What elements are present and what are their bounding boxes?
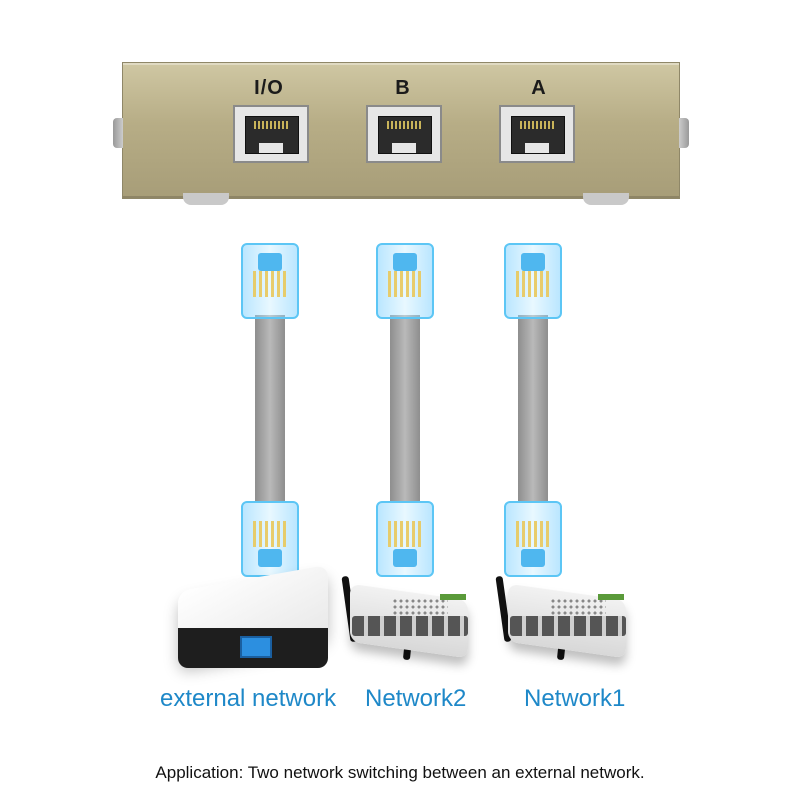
ethernet-cable-b (376, 243, 434, 577)
rj45-plug-icon (376, 501, 434, 577)
network-switch-box: I/O B A (113, 62, 689, 205)
box-foot-right (583, 193, 629, 205)
rj45-plug-icon (241, 501, 299, 577)
rj45-plug-icon (504, 243, 562, 319)
box-foot-left (183, 193, 229, 205)
router-icon (332, 570, 482, 670)
port-label-b: B (395, 77, 411, 99)
application-caption: Application: Two network switching betwe… (155, 763, 645, 782)
cable-wire (390, 315, 420, 503)
ethernet-cable-io (241, 243, 299, 577)
port-a (499, 105, 575, 163)
rj45-plug-icon (504, 501, 562, 577)
rj45-plug-icon (241, 243, 299, 319)
port-label-a: A (531, 77, 547, 99)
rj45-plug-icon (376, 243, 434, 319)
modem-lan-port (240, 636, 272, 658)
modem-icon (178, 564, 338, 678)
label-network1: Network1 (524, 685, 626, 712)
cable-wire (255, 315, 285, 503)
cable-wire (518, 315, 548, 503)
port-label-io: I/O (254, 77, 284, 99)
label-external-network: external network (160, 685, 337, 712)
router-icon (490, 570, 640, 670)
port-b (366, 105, 442, 163)
port-io (233, 105, 309, 163)
label-network2: Network2 (365, 685, 467, 712)
ethernet-cable-a (504, 243, 562, 577)
